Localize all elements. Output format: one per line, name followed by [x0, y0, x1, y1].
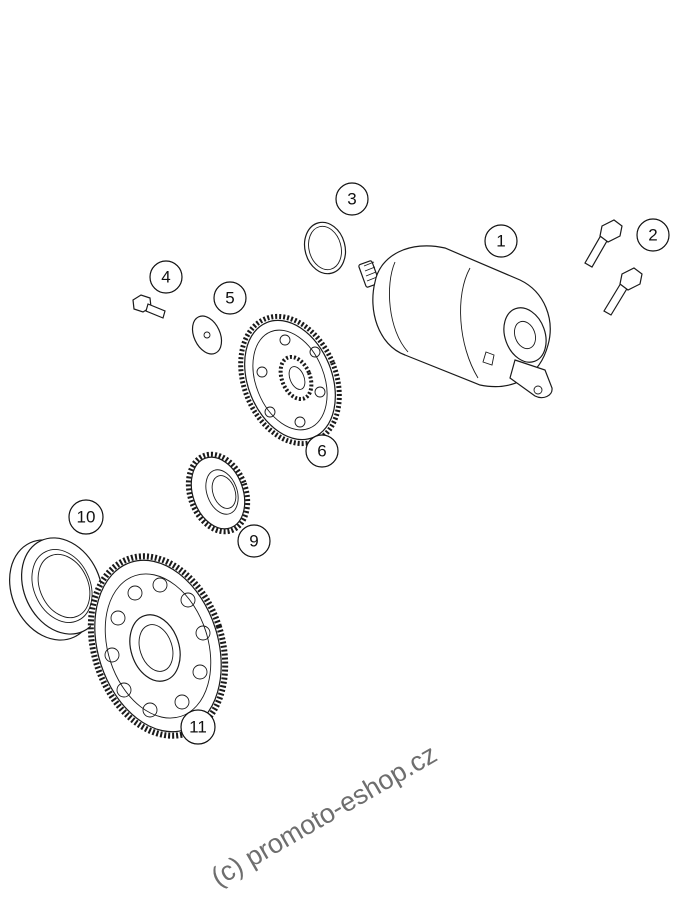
- washer-part: [191, 315, 223, 355]
- bolt-pair-part: [584, 219, 643, 316]
- callout-4-label: 4: [161, 268, 170, 287]
- small-gear-part: [185, 451, 251, 535]
- starter-motor-part: [358, 245, 553, 399]
- callout-5-label: 5: [225, 289, 234, 308]
- callout-10-label: 10: [77, 508, 96, 527]
- callout-10: 10: [68, 499, 104, 535]
- callout-3: 3: [335, 182, 369, 216]
- callout-11: 11: [180, 709, 216, 745]
- callout-11-label: 11: [189, 718, 207, 737]
- callout-2: 2: [636, 218, 670, 252]
- idler-gear-part: [238, 313, 342, 447]
- callout-4: 4: [149, 260, 183, 294]
- callout-6-label: 6: [317, 442, 326, 461]
- callout-5: 5: [213, 281, 247, 315]
- callout-2-label: 2: [648, 226, 657, 245]
- o-ring-part: [303, 221, 347, 275]
- callout-9: 9: [237, 524, 271, 558]
- callout-1: 1: [484, 224, 518, 258]
- callout-9-label: 9: [249, 532, 258, 551]
- callout-3-label: 3: [347, 190, 356, 209]
- freewheel-gear-part: [87, 553, 229, 739]
- small-bolt-part: [132, 294, 166, 319]
- callout-6: 6: [305, 434, 339, 468]
- callout-1-label: 1: [496, 232, 505, 251]
- watermark-text: (c) promoto-eshop.cz: [206, 739, 442, 893]
- freewheel-ring-part: [9, 537, 104, 641]
